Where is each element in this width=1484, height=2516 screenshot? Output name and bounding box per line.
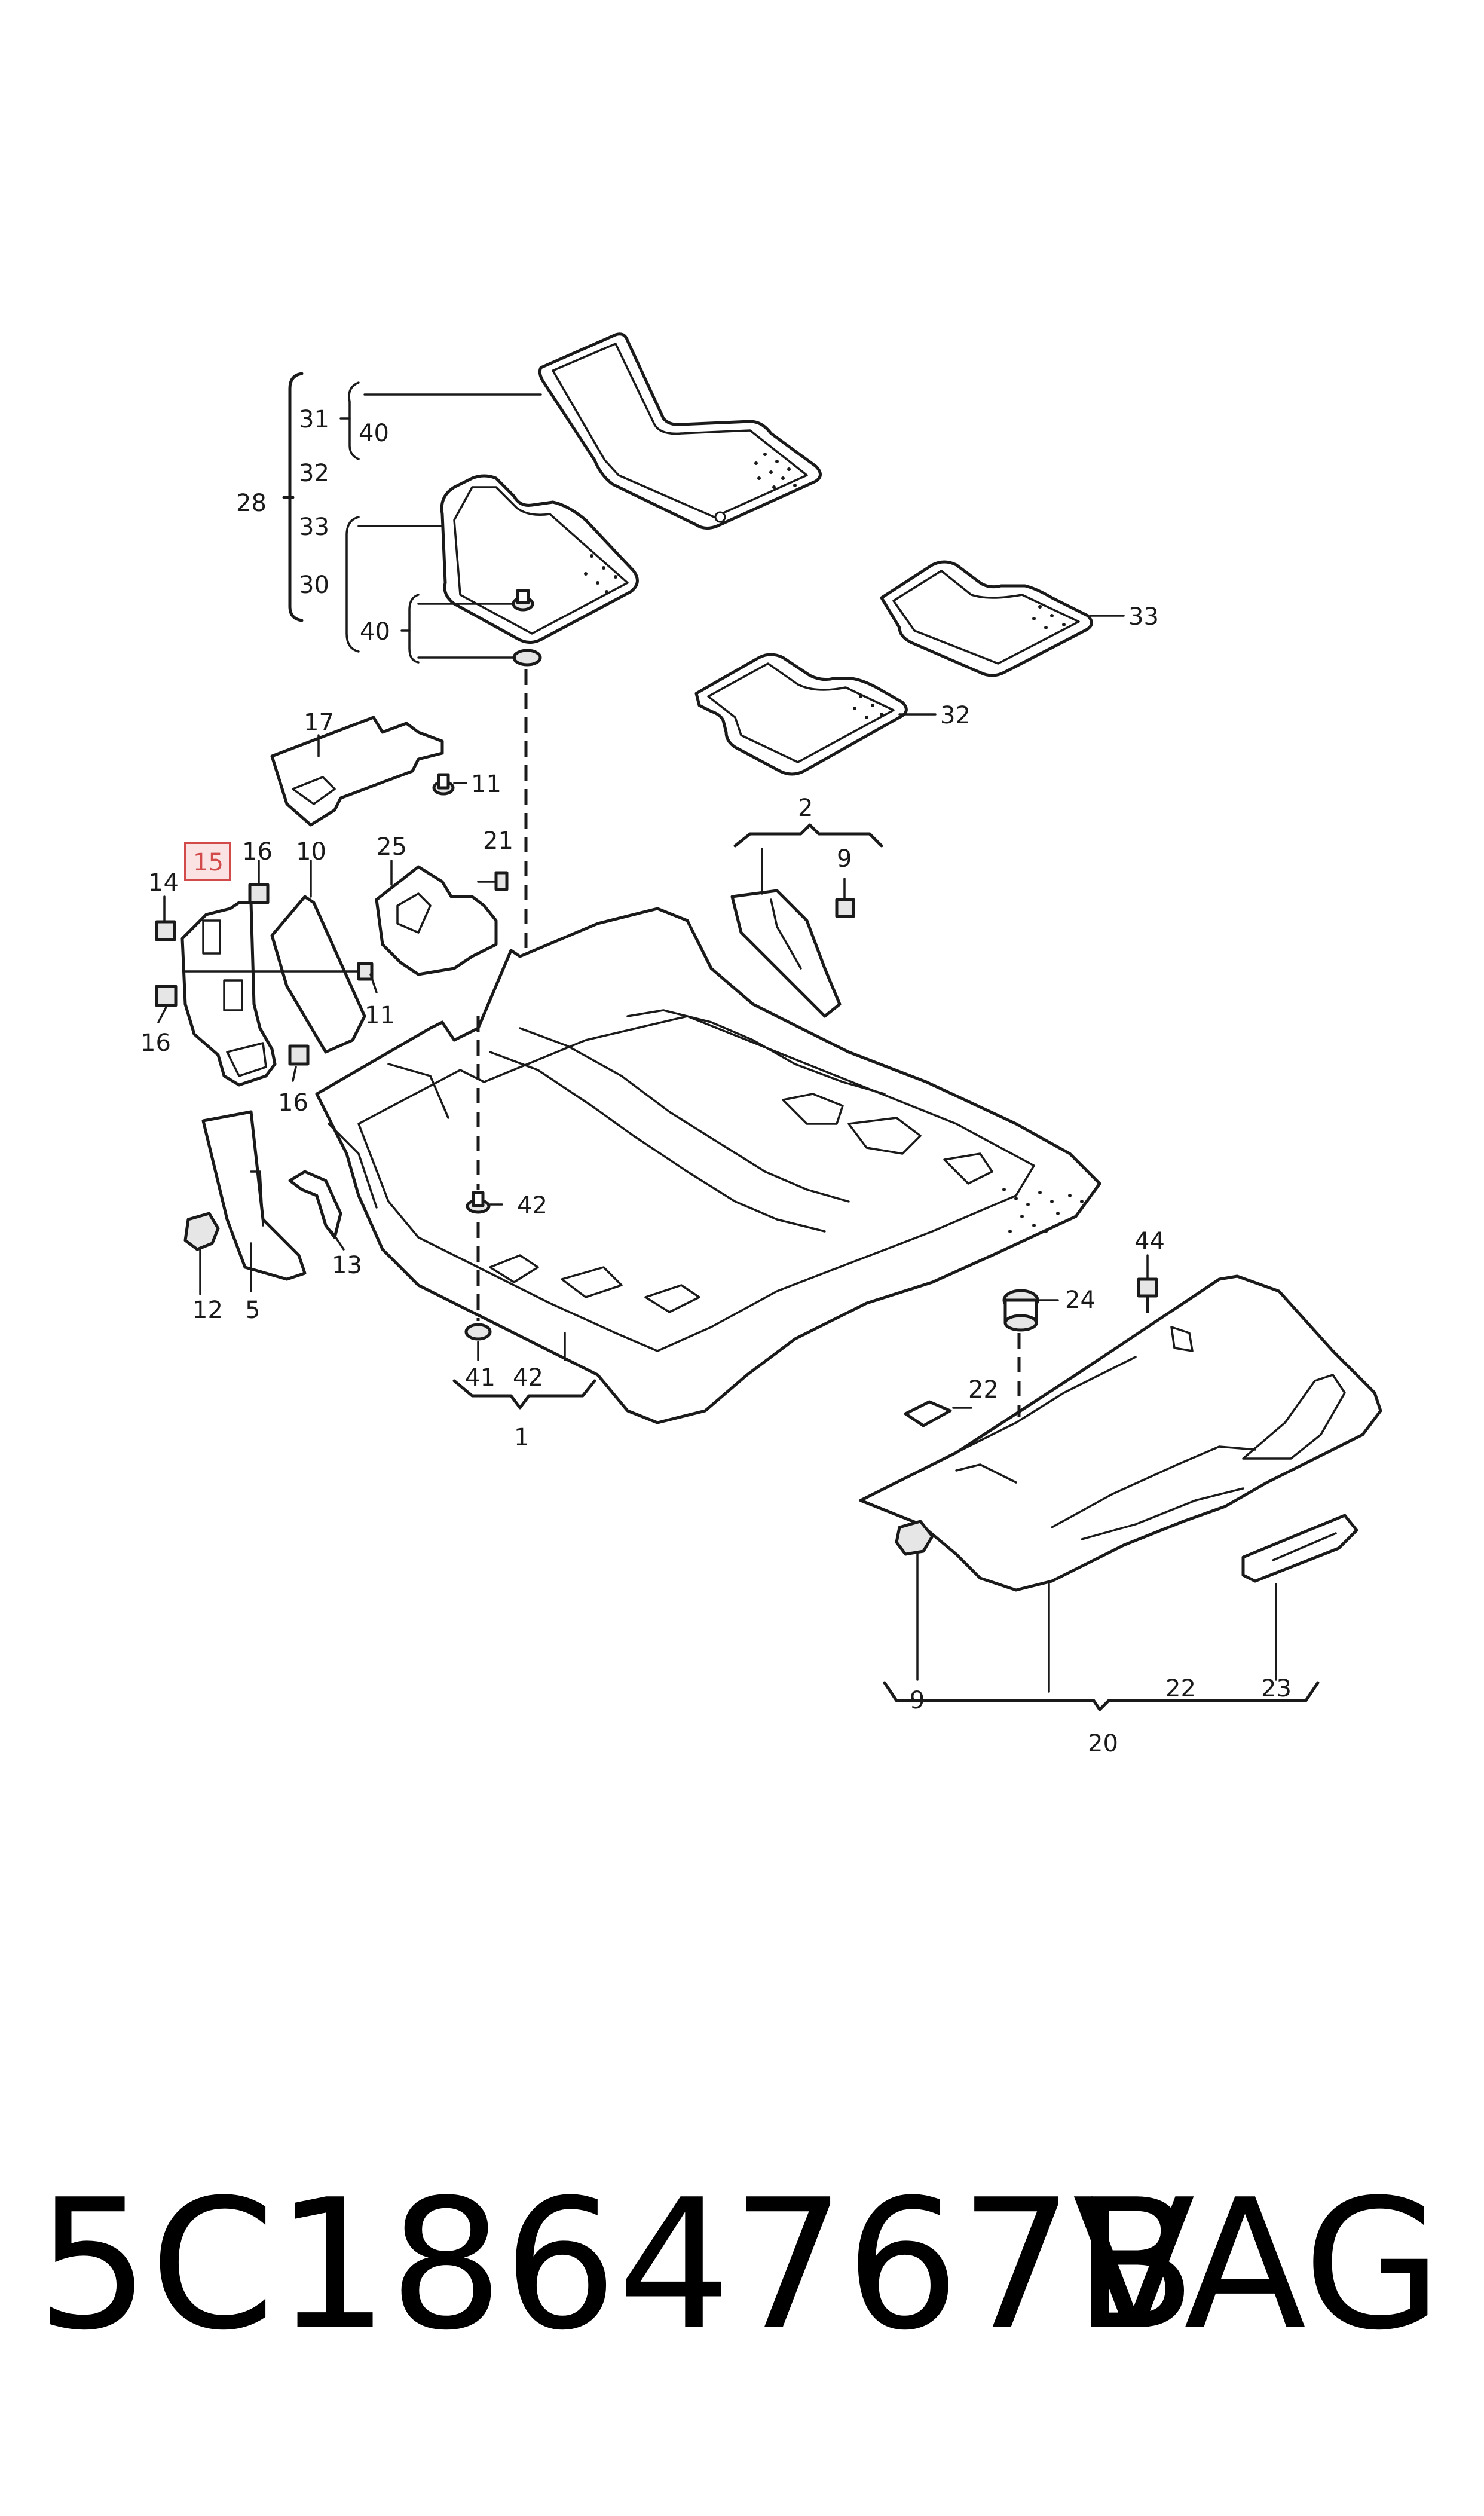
label-25: 25 xyxy=(377,833,407,861)
bracket-15 xyxy=(180,901,277,1087)
label-9-upper: 9 xyxy=(837,845,852,873)
bracket-2 xyxy=(733,823,883,848)
washer-41 xyxy=(464,1323,492,1341)
clip-21 xyxy=(477,871,509,891)
label-41: 41 xyxy=(465,1364,495,1392)
label-40-lower: 40 xyxy=(360,618,390,646)
label-13: 13 xyxy=(332,1252,362,1279)
mat-clip-upper xyxy=(512,589,534,612)
cover-13 xyxy=(288,1170,342,1239)
nut-16-upper xyxy=(248,883,270,904)
floor-carpet-1 xyxy=(315,907,1101,1424)
front-left-mat xyxy=(538,332,822,530)
bracket-30 xyxy=(345,516,360,653)
label-40-upper: 40 xyxy=(359,420,389,447)
label-9-lower: 9 xyxy=(910,1687,925,1714)
label-31: 31 xyxy=(299,406,329,433)
label-33-upper: 33 xyxy=(299,513,329,541)
label-1: 1 xyxy=(514,1424,529,1451)
clip-9-lower xyxy=(895,1520,934,1681)
label-15: 15 xyxy=(193,849,224,876)
label-28: 28 xyxy=(236,490,267,517)
panel-25 xyxy=(375,865,498,976)
bracket-20 xyxy=(883,1681,1320,1711)
label-12: 12 xyxy=(192,1297,223,1324)
highlight-box-15 xyxy=(184,842,231,881)
label-2: 2 xyxy=(798,794,813,822)
label-20: 20 xyxy=(1088,1730,1118,1757)
label-32-upper: 32 xyxy=(299,460,329,487)
label-44: 44 xyxy=(1134,1228,1165,1255)
screw-11-lower xyxy=(184,962,378,993)
label-30: 30 xyxy=(299,571,329,599)
label-16-left: 16 xyxy=(140,1029,171,1057)
label-10: 10 xyxy=(296,838,326,866)
bracket-31 xyxy=(348,381,360,460)
cap-22-upper xyxy=(904,1400,952,1427)
cap-24 xyxy=(1002,1289,1039,1332)
insulation-17 xyxy=(270,716,444,827)
handle-23 xyxy=(1241,1514,1358,1583)
label-14: 14 xyxy=(148,869,179,897)
bracket-1 xyxy=(452,1379,596,1410)
label-22-upper: 22 xyxy=(968,1376,999,1404)
trim-5 xyxy=(201,1110,307,1281)
screw-11-upper xyxy=(432,773,467,796)
nut-16-lower xyxy=(288,1044,310,1066)
trim-10 xyxy=(270,895,366,1054)
part-number: 5C1864767B xyxy=(36,2161,1197,2370)
trim-2 xyxy=(730,889,842,1018)
mat-clip-lower xyxy=(512,649,542,986)
front-right-mat xyxy=(440,474,639,644)
nut-16-left xyxy=(155,985,178,1007)
label-17: 17 xyxy=(304,709,334,736)
clip-12 xyxy=(183,1212,220,1295)
label-11-lower: 11 xyxy=(365,1002,395,1029)
clip-42-upper xyxy=(466,1191,503,1214)
label-33-right: 33 xyxy=(1128,603,1159,631)
brand-name: VAG xyxy=(1072,2161,1442,2370)
rear-right-mat xyxy=(880,560,1093,677)
label-32-right: 32 xyxy=(940,702,971,729)
rear-left-mat xyxy=(694,653,908,776)
label-11-upper: 11 xyxy=(471,771,501,798)
clip-44 xyxy=(1137,1254,1158,1298)
label-5: 5 xyxy=(245,1297,260,1324)
label-16-upper: 16 xyxy=(242,838,273,866)
label-24: 24 xyxy=(1065,1286,1096,1314)
clip-9-upper xyxy=(835,878,855,918)
label-23: 23 xyxy=(1261,1675,1292,1702)
nut-14 xyxy=(155,920,176,941)
label-16-lower: 16 xyxy=(278,1089,308,1117)
label-42-lower: 42 xyxy=(513,1364,543,1392)
label-22-lower: 22 xyxy=(1165,1675,1196,1702)
label-42-upper: 42 xyxy=(517,1192,547,1219)
label-21: 21 xyxy=(483,827,513,855)
boot-liner-20 xyxy=(859,1274,1382,1592)
